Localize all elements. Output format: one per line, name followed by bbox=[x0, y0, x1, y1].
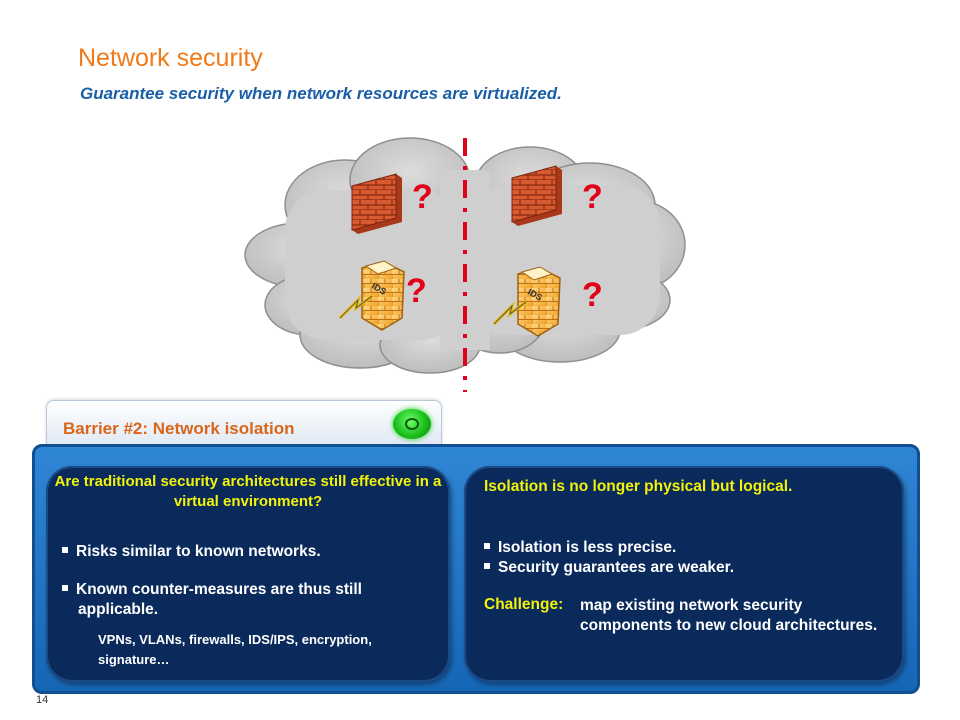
question-mark-right-firewall: ? bbox=[582, 178, 603, 216]
right-bullet-2: Security guarantees are weaker. bbox=[484, 558, 734, 578]
bullet-square-icon bbox=[484, 542, 490, 549]
left-bullet-2: Known counter-measures are thus still ap… bbox=[62, 580, 432, 620]
barrier-tab: Barrier #2: Network isolation bbox=[46, 400, 442, 448]
question-mark-right-ids: ? bbox=[582, 276, 603, 314]
bullet-square-icon bbox=[484, 562, 490, 569]
question-mark-left-ids: ? bbox=[406, 272, 427, 310]
barrier-label: Barrier #2: Network isolation bbox=[63, 419, 295, 438]
slide-title: Network security bbox=[78, 44, 263, 72]
challenge-text: map existing network security components… bbox=[580, 597, 878, 634]
left-panel-examples: VPNs, VLANs, firewalls, IDS/IPS, encrypt… bbox=[98, 632, 372, 667]
left-panel-question: Are traditional security architectures s… bbox=[54, 473, 442, 510]
left-info-panel: Are traditional security architectures s… bbox=[46, 466, 450, 682]
page-number: 14 bbox=[36, 694, 49, 706]
firewall-left-icon bbox=[351, 173, 402, 234]
ids-left-icon: IDS bbox=[338, 260, 405, 331]
slide-subtitle: Guarantee security when network resource… bbox=[80, 84, 562, 103]
question-mark-left-firewall: ? bbox=[412, 178, 433, 216]
right-bullet-1: Isolation is less precise. bbox=[484, 538, 676, 558]
right-panel-heading: Isolation is no longer physical but logi… bbox=[484, 478, 793, 495]
right-info-panel: Isolation is no longer physical but logi… bbox=[464, 466, 904, 682]
firewall-right-icon bbox=[511, 165, 562, 226]
status-light-icon bbox=[393, 409, 431, 439]
challenge-label: Challenge: bbox=[484, 596, 564, 613]
bullet-square-icon bbox=[62, 584, 68, 591]
left-bullet-1: Risks similar to known networks. bbox=[62, 542, 432, 562]
ids-right-icon: IDS bbox=[492, 266, 561, 337]
bullet-square-icon bbox=[62, 546, 68, 553]
network-diagram: IDS IDS bbox=[244, 137, 686, 392]
